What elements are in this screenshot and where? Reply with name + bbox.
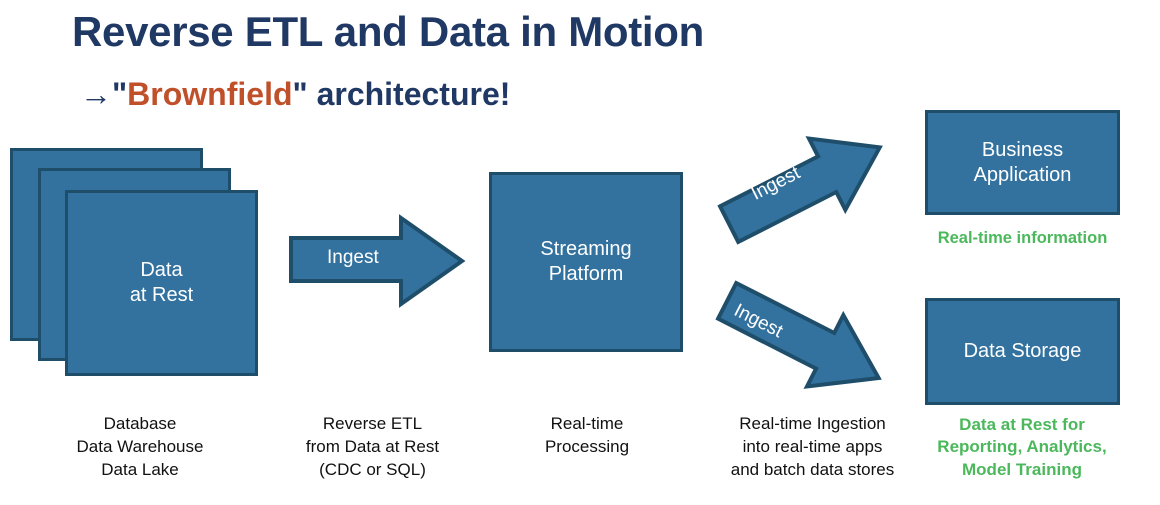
caption-database-sources: Database Data Warehouse Data Lake [76,414,204,479]
node-business-application[interactable]: Business Application [925,110,1120,215]
node-data-at-rest-label: Data at Rest [129,259,194,306]
node-streaming-platform[interactable]: Streaming Platform [489,172,683,352]
arrow-ingest-horizontal: Ingest [289,214,466,308]
node-data-storage-label: Data Storage [963,340,1082,362]
page-subtitle: →"Brownfield" architecture! [80,76,510,113]
caption-reverse-etl: Reverse ETL from Data at Rest (CDC or SQ… [305,414,440,479]
subtitle-quote-close: " [292,76,308,112]
node-streaming-platform-label: Streaming Platform [540,238,632,285]
caption-real-time-ingestion: Real-time Ingestion into real-time apps … [730,414,895,479]
node-data-storage[interactable]: Data Storage [925,298,1120,405]
caption-real-time-processing: Real-time Processing [544,414,630,456]
subtitle-quote-open: " [112,76,128,112]
caption-data-at-rest-for: Data at Rest for Reporting, Analytics, M… [937,415,1107,479]
arrow-ingest-up: Ingest [714,124,894,249]
subtitle-rest: architecture! [307,76,511,112]
node-business-application-label: Business Application [973,138,1072,186]
node-data-at-rest[interactable]: Data at Rest [65,190,258,376]
arrow-ingest-down: Ingest [710,278,895,400]
right-arrow-icon: → [80,76,112,112]
page-title: Reverse ETL and Data in Motion [72,8,705,55]
subtitle-highlight: Brownfield [127,76,293,112]
caption-real-time-information: Real-time information [937,229,1108,247]
